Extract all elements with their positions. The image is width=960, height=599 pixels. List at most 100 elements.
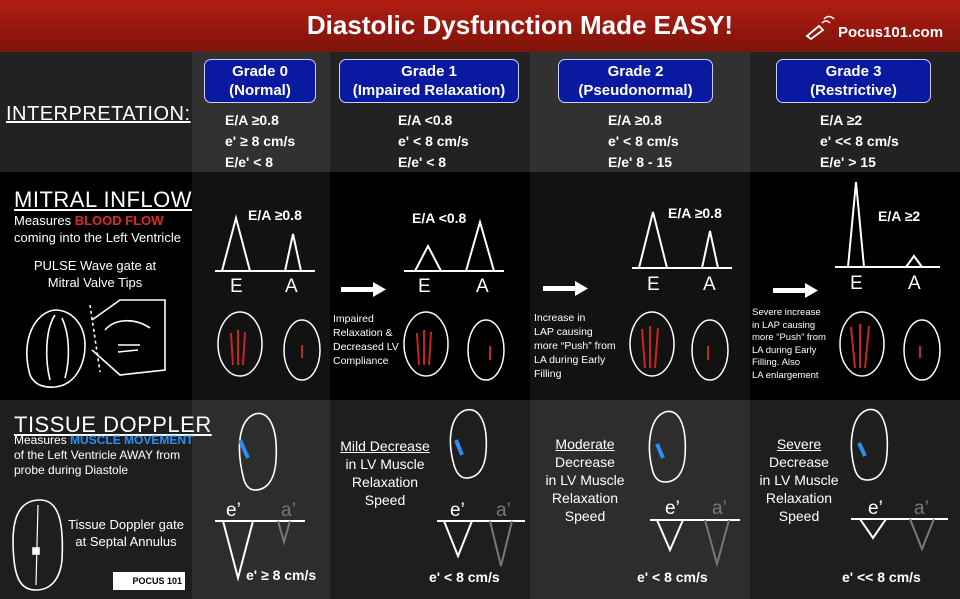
note-line: more “Push” from [752,332,826,343]
a-wave-letter: A [908,273,921,294]
note-line: Severe increase [752,307,821,318]
tissue-value-grade3: e' << 8 cm/s [842,569,921,585]
page-title: Diastolic Dysfunction Made EASY! [306,10,734,40]
desc-line: Decrease [555,454,615,470]
e-prime-letter: e’ [226,500,241,521]
tissue-waveform-grade1 [437,520,525,567]
desc-line: Speed [364,492,406,508]
criteria-grade3: E/A ≥2 e' << 8 cm/s E/e' > 15 [820,110,899,173]
tissue-gate-note: Tissue Doppler gate at Septal Annulus [66,516,186,550]
interpretation-label: INTERPRETATION: [6,103,191,125]
a-prime-letter: a’ [914,498,929,519]
mitral-note-grade3: Severe increase in LAP causing more “Pus… [752,307,826,382]
tissue-waveform-grade3 [851,518,948,552]
mitral-waveform-grade2 [632,211,732,269]
note-line: LA during Early [752,344,817,356]
tissue-heart-icons [238,408,889,491]
note-line: LAP causing [534,326,593,338]
mitral-waveform-grade1 [404,218,504,272]
gate-line1: PULSE Wave gate at [33,258,157,273]
note-line: in LAP causing [752,319,816,331]
tissue-waveform-grade2 [650,519,740,568]
tissue-value-grade0: e' ≥ 8 cm/s [246,567,317,583]
column-shade-grade0 [192,52,330,599]
grade-title: Grade 3 [825,63,882,80]
a-prime-letter: a’ [281,500,296,521]
grade-subtitle: (Normal) [229,82,291,99]
grade-subtitle: (Restrictive) [810,82,897,99]
e-wave-letter: E [418,276,431,297]
mitral-waveform-grade0 [215,214,315,272]
brand-text: Pocus101.com [838,24,944,41]
brand-logo: Pocus101.com [803,14,953,41]
e-wave-letter: E [647,274,660,295]
grade-box-3: Grade 3 (Restrictive) [776,59,931,103]
e-wave-letter: E [230,276,243,297]
grade-title: Grade 1 [401,63,457,80]
desc-line: Severe [776,436,822,452]
mitral-description: Measures BLOOD FLOW coming into the Left… [14,212,181,246]
criterion-eprime: e' ≥ 8 cm/s [225,133,296,149]
mitral-inflow-title: MITRAL INFLOW [14,187,193,212]
criterion-eprime: e' < 8 cm/s [398,133,469,149]
desc-line: Relaxation [551,490,619,506]
criteria-grade2: E/A ≥0.8 e' < 8 cm/s E/e' 8 - 15 [608,110,679,173]
desc-line2: of the Left Ventricle AWAY from [14,448,181,462]
tissue-value-grade2: e' < 8 cm/s [637,569,708,585]
grade-subtitle: (Pseudonormal) [578,82,693,99]
desc-line: Relaxation [765,490,833,506]
gate-line2: Mitral Valve Tips [47,275,143,290]
a-prime-letter: a’ [496,500,511,521]
criterion-ea: E/A ≥0.8 [225,112,279,128]
septal-motion-marks [238,439,867,459]
mitral-waveform-grade3 [835,181,940,268]
desc-line3: probe during Diastole [14,463,129,477]
desc-line2: coming into the Left Ventricle [14,230,181,245]
note-line: LA during Early [534,354,606,366]
desc-line: Moderate [555,436,615,452]
desc-line: Speed [778,508,820,524]
desc-line: in LV Muscle [345,456,425,472]
note-line: Filling [534,368,562,380]
grade-box-0: Grade 0 (Normal) [204,59,316,103]
note-line: Increase in [534,312,586,324]
criteria-grade0: E/A ≥0.8 e' ≥ 8 cm/s E/e' < 8 [225,110,295,173]
gate-line2: at Septal Annulus [75,534,177,549]
criterion-ea: E/A <0.8 [398,112,453,128]
probe-icon [805,15,835,41]
a-prime-letter: a’ [712,498,727,519]
criterion-eprime: e' < 8 cm/s [608,133,679,149]
heart-chamber-icons [217,311,941,381]
note-line: Filling. Also [752,357,801,368]
note-line: more “Push” from [534,340,616,352]
a-wave-letter: A [703,274,716,295]
ea-label-grade2: E/A ≥0.8 [668,205,722,221]
arrow-icon [341,281,818,298]
criterion-ea: E/A ≥0.8 [608,112,662,128]
e-prime-letter: e’ [450,500,465,521]
desc-pre: Measures [14,213,75,228]
note-line: Impaired [333,313,374,325]
e-wave-letter: E [850,273,863,294]
desc-line: Relaxation [351,474,419,490]
grade-subtitle: (Impaired Relaxation) [352,82,506,99]
grade-title: Grade 2 [607,63,664,80]
desc-line: in LV Muscle [759,472,839,488]
a-wave-letter: A [476,276,489,297]
grade-box-2: Grade 2 (Pseudonormal) [558,59,713,103]
tissue-value-grade1: e' < 8 cm/s [429,569,500,585]
column-shade-grade2 [530,52,750,599]
blood-flow-arrows [230,324,921,369]
desc-emphasis: MUSCLE MOVEMENT [70,433,194,447]
tissue-doppler-title: TISSUE DOPPLER [14,412,212,437]
desc-line: Decrease [769,454,829,470]
grade-title: Grade 0 [232,63,288,80]
tissue-description: Measures MUSCLE MOVEMENT of the Left Ven… [14,433,193,478]
criterion-eprime: e' << 8 cm/s [820,133,899,149]
header-bar [0,0,960,52]
pocus-logo-text: POCUS 101 [132,576,182,586]
note-line: LA enlargement [752,369,819,381]
criterion-ee: E/e' < 8 [225,154,274,170]
mitral-note-grade2: Increase in LAP causing more “Push” from… [534,311,616,381]
criterion-ee: E/e' > 15 [820,154,876,170]
